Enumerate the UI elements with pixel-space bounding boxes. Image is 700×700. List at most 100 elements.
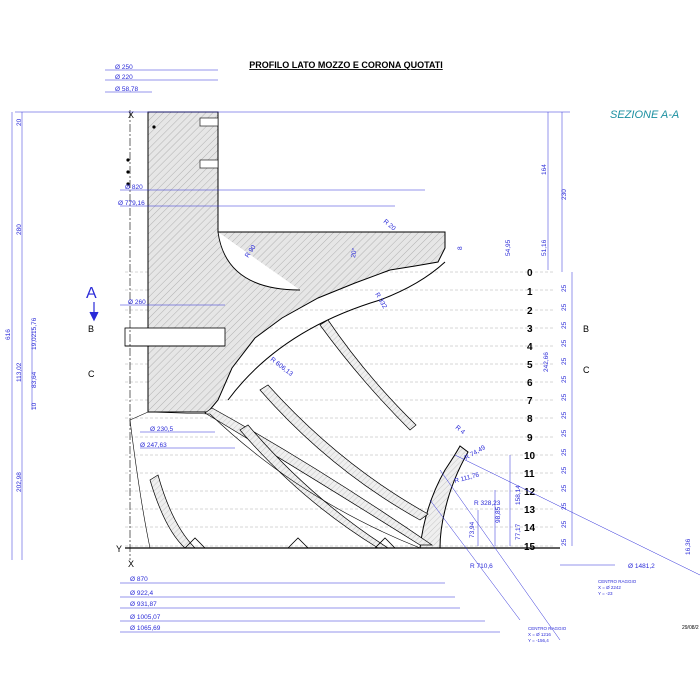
level-5: 5 [527,360,533,371]
svg-text:X = Ø 2242: X = Ø 2242 [598,585,621,590]
svg-text:25: 25 [561,466,568,474]
dim-164: 164 [541,164,548,175]
dim-77: 77,17 [515,523,522,540]
svg-text:25: 25 [561,339,568,347]
svg-text:25: 25 [561,303,568,311]
axis-y-label: Y [116,544,122,554]
dim-616: 616 [5,329,12,340]
svg-text:25: 25 [561,357,568,365]
dim-d230: Ø 230,5 [150,426,174,433]
section-mark-a: A [86,285,97,302]
svg-text:25: 25 [561,520,568,528]
dim-d1065: Ø 1065,69 [130,625,161,632]
blades [149,319,434,549]
shroud-section [419,445,469,549]
dim-top-d220: Ø 220 [115,74,133,81]
dim-158: 158,14 [515,485,522,505]
dimension-lines [11,69,700,641]
dim-83: 83,64 [31,371,38,388]
level-4: 4 [527,342,533,353]
radius-center-note-1: CENTRO RAGGIO X = Ø 2242 Y = -23 [598,579,637,596]
svg-text:X = Ø 1216: X = Ø 1216 [528,632,551,637]
svg-text:25: 25 [561,484,568,492]
level-3: 3 [527,324,533,335]
dim-d922: Ø 922,4 [130,590,154,597]
dim-113: 113,02 [16,362,23,382]
dim-r4: R 4 [454,424,467,436]
dim-10: 10 [31,402,38,410]
level-12: 12 [524,487,536,498]
section-mark-b-right: B [583,324,589,334]
date-stamp: 29/08/2 [682,625,699,631]
svg-text:CENTRO RAGGIO: CENTRO RAGGIO [598,579,637,584]
level-10: 10 [524,451,536,462]
dim-d1481: Ø 1481,2 [628,563,655,570]
dim-r20: R 20 [382,218,397,232]
dim-top-d250: Ø 250 [115,64,133,71]
dim-8: 8 [457,246,464,250]
svg-text:25: 25 [561,411,568,419]
level-9: 9 [527,433,533,444]
section-mark-b-left: B [88,324,94,334]
svg-text:25: 25 [561,502,568,510]
radius-center-note-2: CENTRO RAGGIO X = Ø 1216 Y = -156,4 [528,626,567,643]
dim-r710: R 710,6 [470,563,493,570]
section-arrow-a [89,302,99,322]
svg-text:25: 25 [561,538,568,546]
dim-angle: 20° [349,247,359,258]
dim-54: 54,95 [505,239,512,256]
svg-text:Y = -156,4: Y = -156,4 [528,638,549,643]
bottom-teeth [184,537,396,549]
dim-280: 280 [16,224,23,235]
dim-51: 51,16 [541,239,548,256]
dim-d931: Ø 931,87 [130,601,157,608]
dim-r328: R 328,23 [474,500,501,507]
dim-d820: Ø 820 [125,184,143,191]
dim-230: 230 [561,189,568,200]
svg-text:Y = -23: Y = -23 [598,591,613,596]
dim-73: 73,94 [469,521,476,538]
dim-16: 16,36 [685,538,692,555]
drawing-title: PROFILO LATO MOZZO E CORONA QUOTATI [249,60,443,70]
dim-d870: Ø 870 [130,576,148,583]
dim-19-02: 19,02 [31,333,38,350]
hub-contour [227,261,446,401]
hub-section [124,111,446,413]
hub-lower-outline [129,411,421,549]
svg-text:25: 25 [561,284,568,292]
dim-20: 20 [16,118,23,126]
svg-text:25: 25 [561,375,568,383]
dim-202: 202,98 [16,472,23,492]
level-14: 14 [524,523,536,534]
dim-242: 242,66 [543,352,550,372]
level-13: 13 [524,505,536,516]
axis-x-label: X [128,559,134,569]
dim-15-76: 15,76 [31,317,38,334]
dim-r74: R 74,49 [464,444,488,462]
axis-x-top-label: X [128,110,134,120]
dim-d1005: Ø 1005,07 [130,614,161,621]
level-numbers: 0 1 2 3 4 5 6 7 8 9 10 11 12 13 14 15 [524,268,536,553]
dim-d779: Ø 779,16 [118,200,145,207]
section-label: SEZIONE A-A [610,109,679,121]
dim-r111: R 111,76 [454,471,481,484]
dim-d260: Ø 260 [128,299,146,306]
level-1: 1 [527,287,533,298]
svg-text:CENTRO RAGGIO: CENTRO RAGGIO [528,626,567,631]
section-mark-c-right: C [583,365,590,375]
section-mark-c-left: C [88,369,95,379]
level-11: 11 [524,469,535,480]
level-8: 8 [527,414,533,425]
level-2: 2 [527,306,533,317]
dim-r606: R 606,13 [269,356,294,378]
level-0: 0 [527,268,533,279]
dim-d247: Ø 247,63 [140,442,167,449]
level-7: 7 [527,396,533,407]
step-labels: 25 25 25 25 25 25 25 25 25 25 25 25 25 2… [561,284,568,546]
dim-top-d58: Ø 58,78 [115,86,139,93]
svg-text:25: 25 [561,393,568,401]
svg-text:25: 25 [561,321,568,329]
svg-text:25: 25 [561,448,568,456]
svg-text:25: 25 [561,429,568,437]
